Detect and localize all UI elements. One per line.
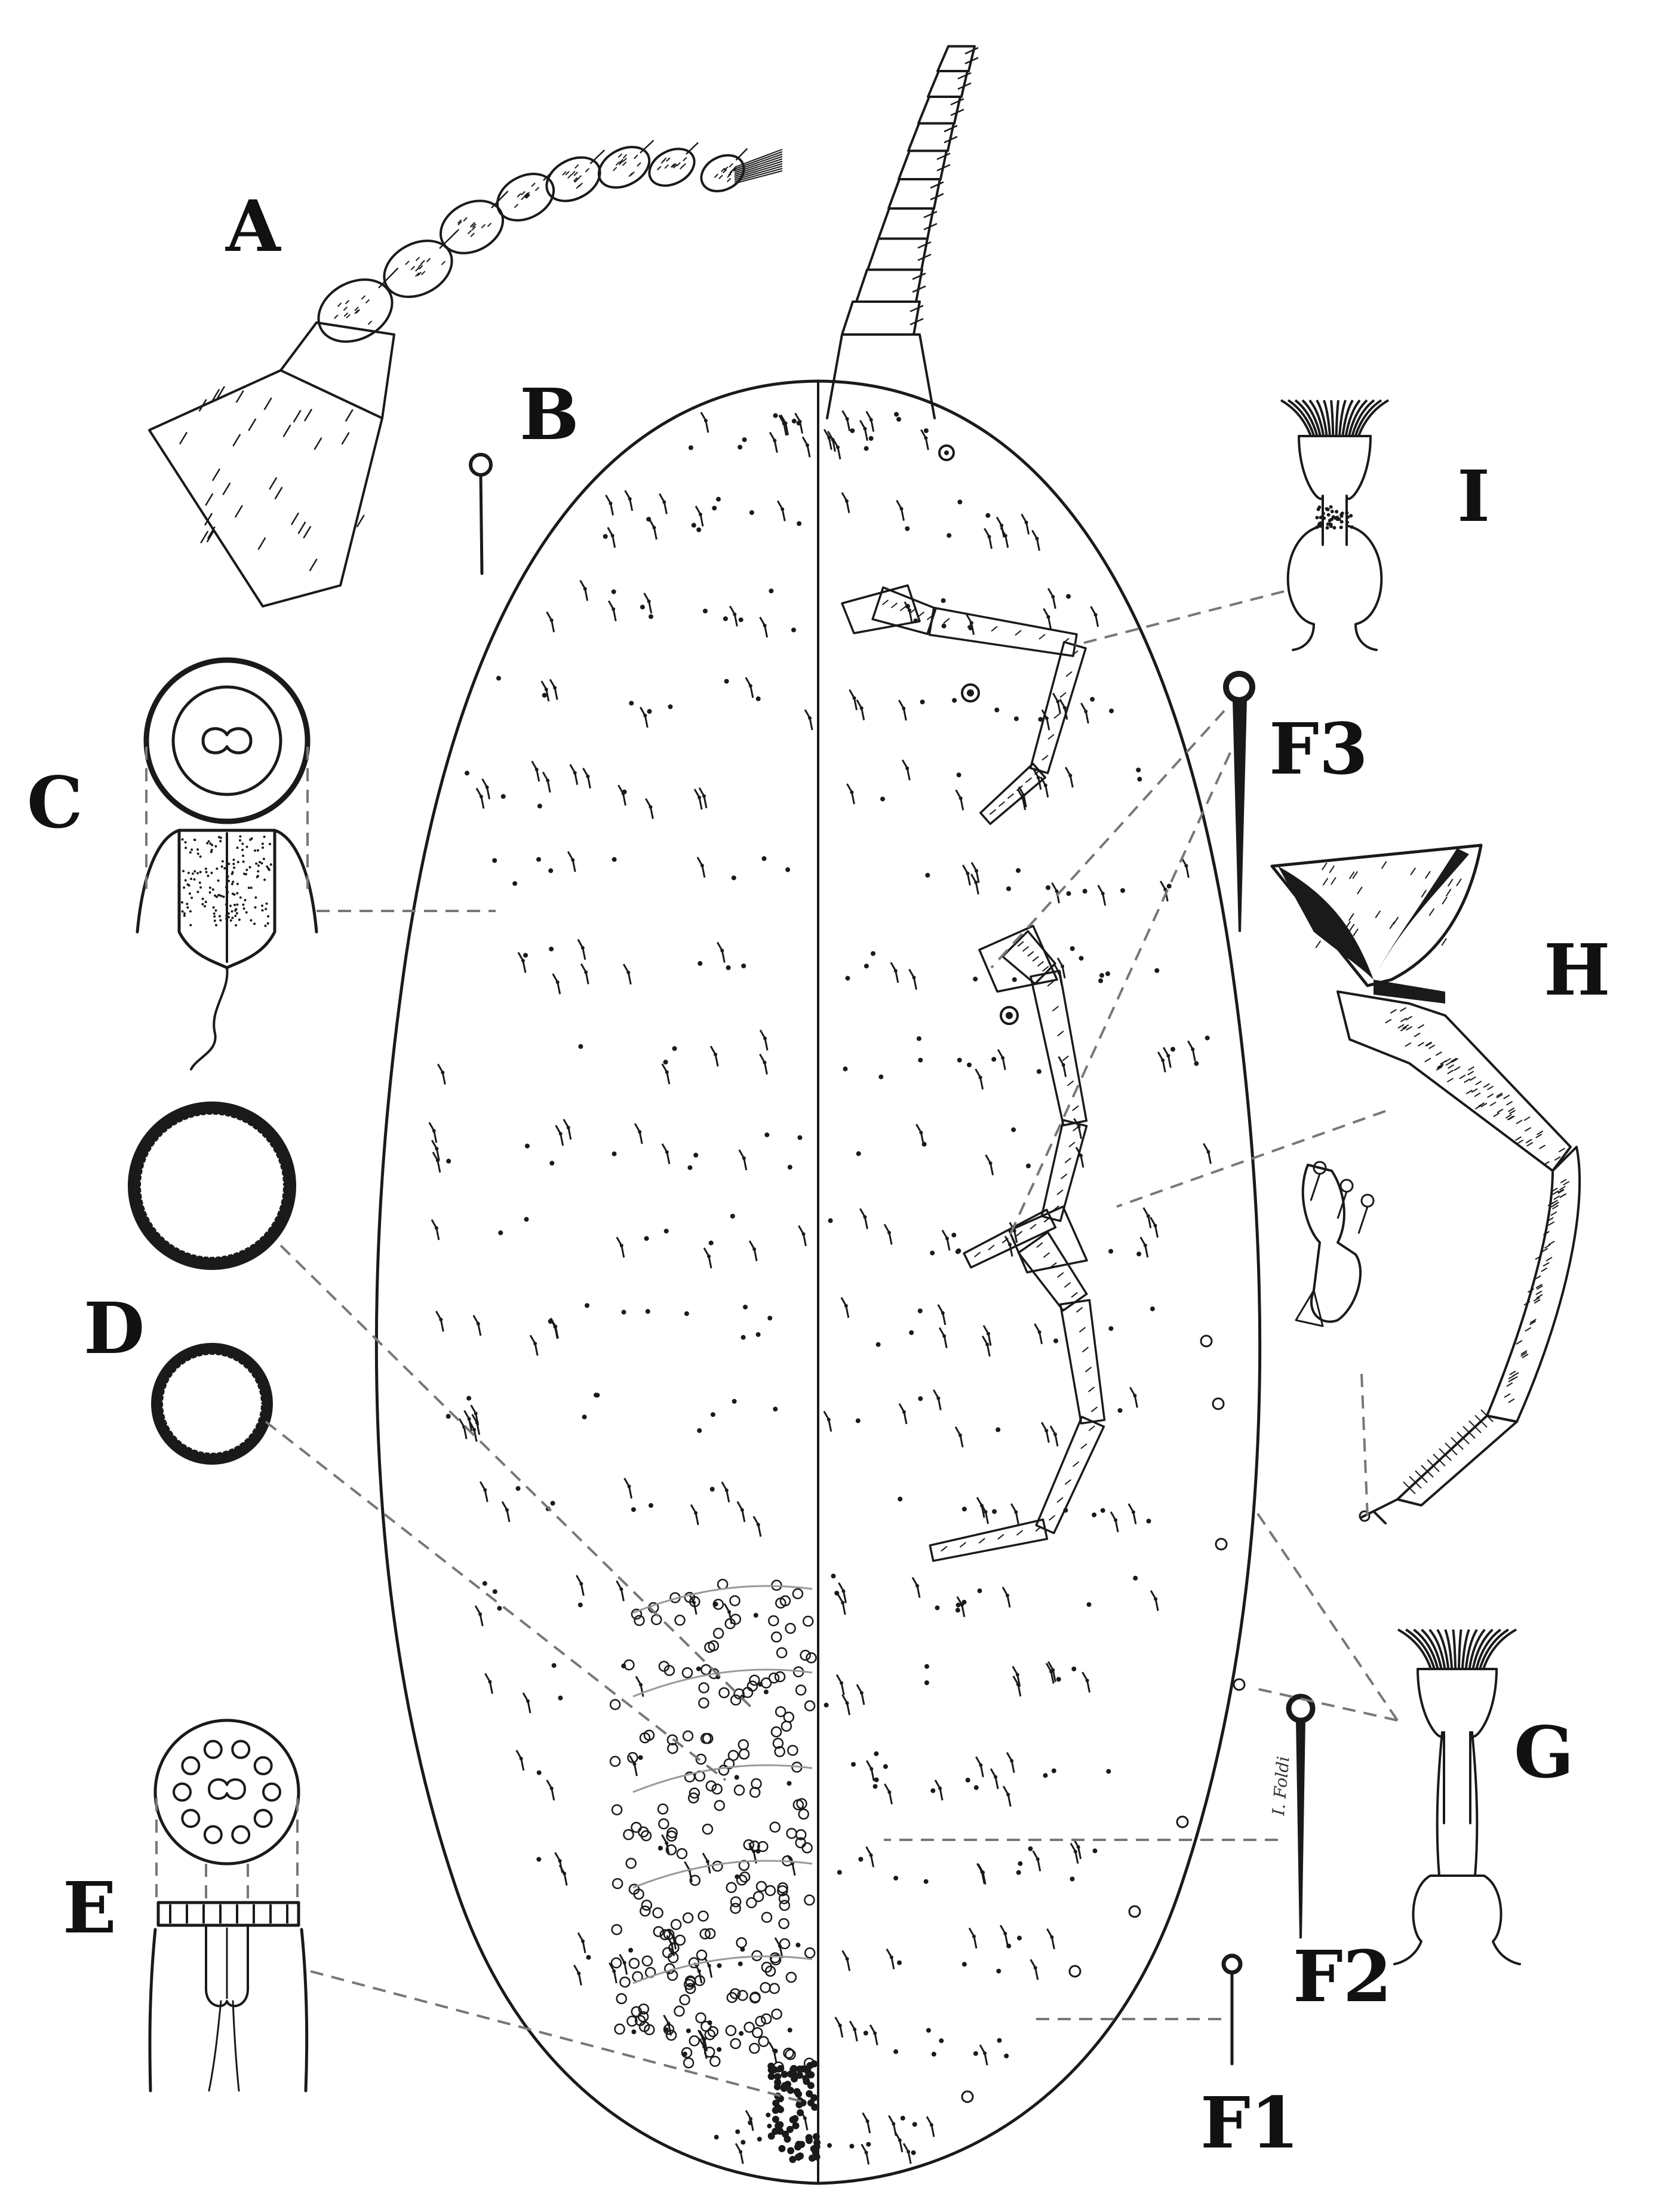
ring-pore-detail-d [128, 1102, 754, 1781]
pore-stipple [181, 835, 272, 927]
body-legs [841, 584, 1106, 1562]
label-i: I [1457, 455, 1490, 538]
dermal-setae-and-pores [428, 410, 1246, 2165]
label-d: D [84, 1287, 145, 1370]
label-f3: F3 [1269, 707, 1368, 790]
seta-detail-f3 [990, 671, 1255, 1237]
label-h: H [1544, 928, 1611, 1011]
label-f2: F2 [1293, 1935, 1392, 2018]
pore-detail-c [136, 657, 496, 1070]
pore-detail-e [148, 1719, 807, 2104]
seta-detail-f1 [1033, 1953, 1243, 2066]
illustrator-signature: I. Foldi [1268, 1756, 1293, 1817]
label-a: A [225, 185, 281, 268]
label-b: B [520, 373, 579, 456]
label-f1: F1 [1200, 2081, 1299, 2164]
body-outline [374, 379, 1262, 2185]
label-e: E [63, 1866, 116, 1949]
tubular-pore-detail-g [1393, 1628, 1521, 1965]
label-g: G [1514, 1711, 1574, 1794]
body-antenna [826, 45, 979, 419]
label-c: C [27, 761, 83, 844]
leg-detail-h [1270, 843, 1581, 1524]
antenna-detail-a [148, 140, 783, 608]
seta-detail-f2 [884, 1693, 1316, 1938]
seta-detail-b [469, 453, 493, 575]
tubular-pore-detail-i [1280, 399, 1389, 651]
panel-labels: A B C D E F1 F2 F3 G H I I. Foldi [27, 185, 1611, 2164]
